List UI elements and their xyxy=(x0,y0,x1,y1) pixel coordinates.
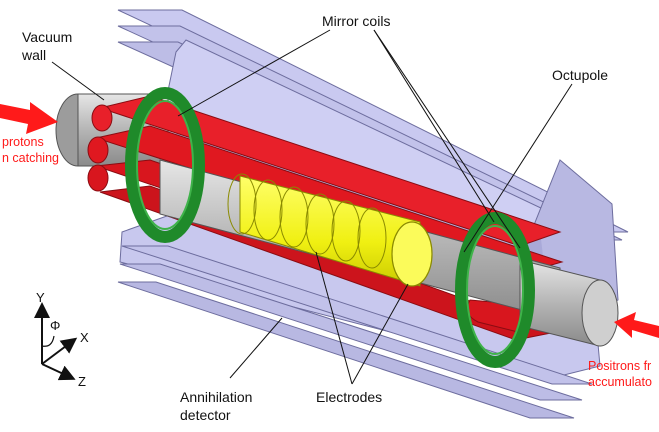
label-axis-phi: Φ xyxy=(50,318,60,333)
label-octupole: Octupole xyxy=(552,67,608,83)
electrode-ring-4 xyxy=(305,193,335,255)
label-mirror-coils: Mirror coils xyxy=(322,13,390,29)
axis-z-line xyxy=(41,363,76,381)
label-antiprotons-1: protons xyxy=(2,135,44,149)
leader-octupole xyxy=(463,83,573,253)
octupole-bar-top xyxy=(98,95,562,247)
detector-panel-bottom-3 xyxy=(117,281,575,419)
label-electrodes: Electrodes xyxy=(316,389,382,405)
label-annihilation-1: Annihilation xyxy=(180,389,252,405)
mirror-coil-left-inner xyxy=(136,100,194,230)
antiproton-arrow xyxy=(0,102,58,134)
mirror-coil-right xyxy=(455,212,535,368)
electrode-ring-3 xyxy=(279,186,309,248)
leader-electrodes xyxy=(315,251,353,385)
octupole-end-2 xyxy=(87,136,109,164)
label-annihilation-2: detector xyxy=(180,407,231,423)
octupole-end-1 xyxy=(91,104,113,132)
mirror-coils xyxy=(125,87,535,368)
pipe-right-end xyxy=(581,279,619,347)
axis-phi-arc xyxy=(41,335,55,347)
label-positrons-1: Positrons fr xyxy=(588,359,651,373)
electrode-end xyxy=(391,221,433,287)
leader-mirror-coil-right xyxy=(373,29,495,223)
leader-mirror-coil-right-2 xyxy=(373,29,521,249)
vacuum-wall-right xyxy=(519,259,619,347)
electrodes-body xyxy=(239,175,421,287)
label-axis-z: Z xyxy=(78,374,86,389)
positron-arrow xyxy=(614,312,659,338)
axis-x-line xyxy=(41,337,78,365)
label-axis-x: X xyxy=(80,330,89,345)
label-positrons-2: accumulato xyxy=(588,375,652,389)
leader-annihilation xyxy=(229,317,283,379)
label-antiprotons-2: n catching xyxy=(2,151,59,165)
leader-vacuum-wall xyxy=(51,61,105,101)
electrode-ring-1 xyxy=(227,173,257,235)
electrode-ring-5 xyxy=(331,200,361,262)
electrode-ring-6 xyxy=(357,207,387,269)
detector-panel-bottom-2 xyxy=(119,263,583,401)
leader-lines xyxy=(51,29,573,385)
axes-glyph xyxy=(34,302,78,381)
label-vacuum-wall-2: wall xyxy=(21,47,46,63)
mirror-coil-right-inner xyxy=(466,225,524,355)
mirror-coil-left xyxy=(125,87,205,243)
label-vacuum-wall-1: Vacuum xyxy=(22,29,72,45)
label-axis-y: Y xyxy=(36,290,45,305)
electrode-ring-2 xyxy=(253,179,283,241)
octupole-end-3 xyxy=(87,164,109,192)
leader-mirror-coil-left xyxy=(177,29,331,117)
leader-electrodes-2 xyxy=(351,283,409,385)
